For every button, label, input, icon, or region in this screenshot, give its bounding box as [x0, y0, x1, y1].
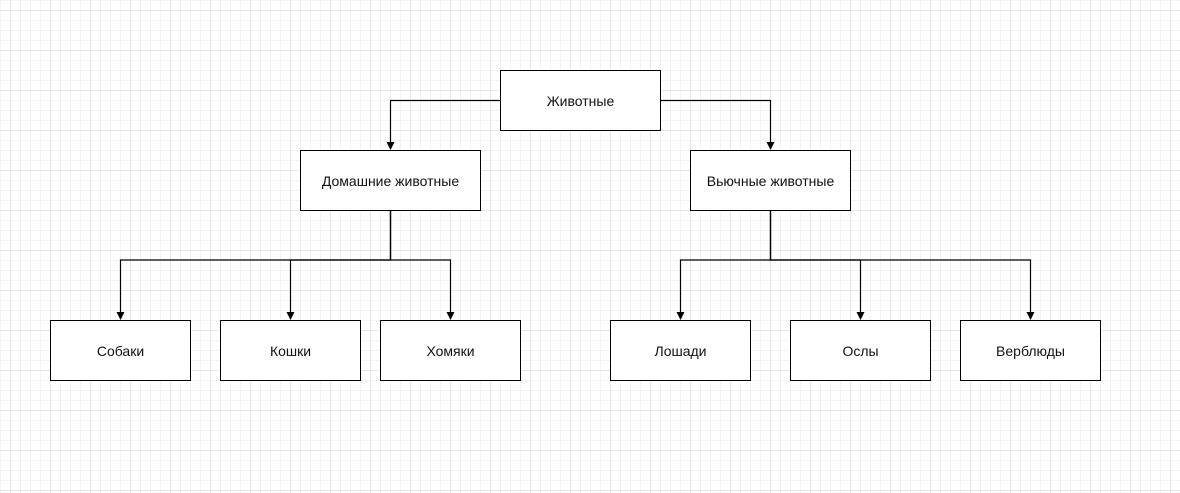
node-hamsters[interactable]: Хомяки [380, 320, 521, 381]
node-cats[interactable]: Кошки [220, 320, 361, 381]
connector-animals-domestic[interactable] [386, 99, 501, 150]
connector-domestic-hamsters[interactable] [389, 211, 455, 320]
node-label: Верблюды [996, 342, 1065, 359]
node-label: Вьючные животные [706, 172, 835, 189]
node-dogs[interactable]: Собаки [50, 320, 191, 381]
connector-domestic-cats[interactable] [286, 211, 392, 320]
node-label: Лошади [654, 342, 707, 359]
node-pack-animals[interactable]: Вьючные животные [690, 150, 851, 211]
connector-pack-donkeys[interactable] [769, 211, 865, 320]
node-label: Хомяки [426, 342, 475, 359]
connector-pack-camels[interactable] [769, 211, 1035, 320]
node-label: Домашние животные [321, 172, 460, 189]
node-label: Животные [546, 92, 615, 109]
node-camels[interactable]: Верблюды [960, 320, 1101, 381]
node-label: Ослы [842, 342, 879, 359]
node-animals[interactable]: Животные [500, 70, 661, 131]
node-donkeys[interactable]: Ослы [790, 320, 931, 381]
connector-animals-pack[interactable] [661, 99, 775, 150]
node-domestic-animals[interactable]: Домашние животные [300, 150, 481, 211]
node-label: Собаки [96, 342, 145, 359]
connector-pack-horses[interactable] [676, 211, 772, 320]
node-horses[interactable]: Лошади [610, 320, 751, 381]
node-label: Кошки [269, 342, 312, 359]
connector-domestic-dogs[interactable] [116, 211, 392, 320]
